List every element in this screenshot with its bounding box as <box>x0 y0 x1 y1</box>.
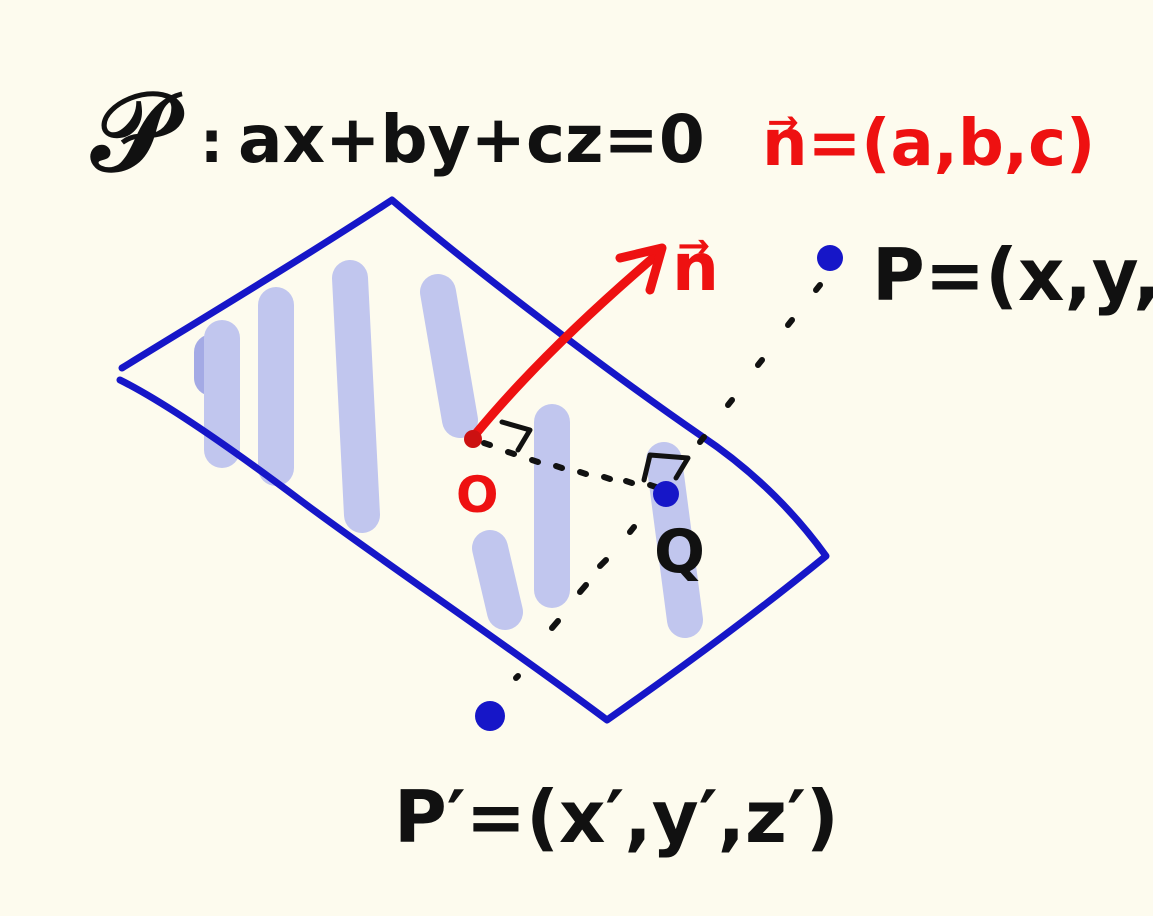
perpendicular-dotted-line <box>513 282 823 681</box>
normal-vector-arrow <box>469 243 667 441</box>
point-p-prime <box>475 701 505 731</box>
foot-point-q <box>653 481 679 507</box>
normal-vector-label: n⃗ <box>672 229 719 306</box>
equation-colon: : <box>200 108 223 176</box>
point-p-prime-label: P′=(x′,y′,z′) <box>394 775 839 859</box>
right-angle-mark-foot <box>641 452 691 483</box>
plane-outline <box>116 196 830 724</box>
origin-point <box>464 430 482 448</box>
plane-symbol: 𝒫 <box>90 68 185 196</box>
origin-label: O <box>456 466 499 524</box>
origin-to-foot-dotted-line <box>481 440 659 490</box>
plane-hatching <box>194 260 703 638</box>
point-p-label: P=(x,y,z) <box>872 233 1153 317</box>
right-angle-mark-origin <box>499 419 533 453</box>
point-p <box>817 245 843 271</box>
normal-definition: n⃗=(a,b,c) <box>762 107 1095 181</box>
plane-equation: ax+by+cz=0 <box>238 101 705 178</box>
foot-label-q: Q <box>654 517 705 587</box>
